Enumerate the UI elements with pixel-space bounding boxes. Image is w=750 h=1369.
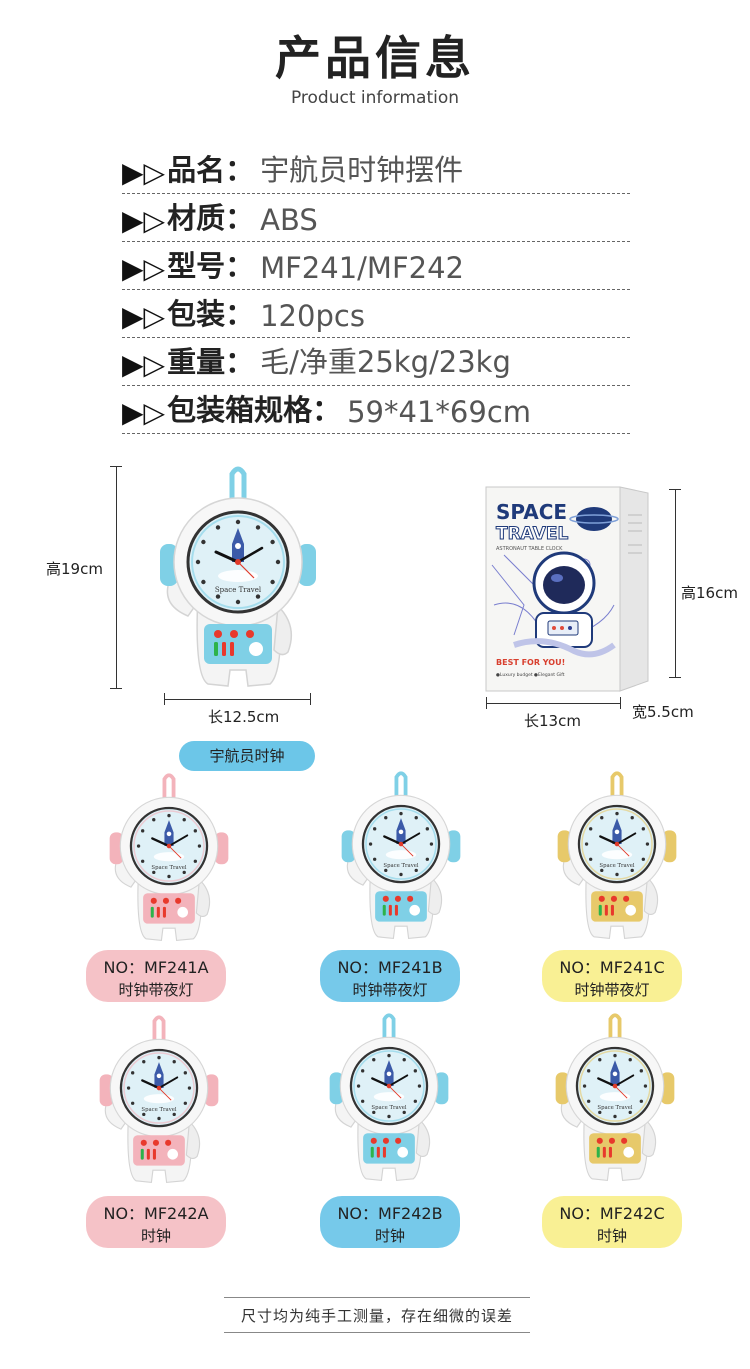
spec-label: 品名: [167, 153, 226, 187]
model-desc: 时钟带夜灯: [118, 981, 194, 999]
arrow-icon: ▶▷: [122, 252, 166, 285]
arrow-icon: ▶▷: [122, 156, 166, 189]
box-tagline: ASTRONAUT TABLE CLOCK: [496, 546, 563, 552]
page-subtitle: Product information: [290, 88, 460, 108]
category-tag: 宇航员时钟: [179, 741, 315, 771]
spec-row-weight: ▶▷ 重量： 毛/净重25kg/23kg: [122, 338, 630, 386]
spec-value: 宇航员时钟摆件: [260, 153, 464, 187]
box-brand-line2: TRAVEL: [496, 524, 568, 544]
spec-label: 重量: [167, 345, 226, 379]
model-desc: 时钟带夜灯: [574, 981, 650, 999]
svg-text:Space Travel: Space Travel: [597, 1105, 632, 1111]
clock-image-mf242c: Space Travel: [555, 1013, 675, 1182]
model-number: NO：MF241C: [559, 958, 665, 977]
arrow-icon: ▶▷: [122, 204, 166, 237]
svg-text:Space Travel: Space Travel: [151, 865, 186, 871]
model-desc: 时钟: [140, 1227, 171, 1245]
svg-text:Space Travel: Space Travel: [383, 863, 418, 869]
spec-label: 包装: [167, 297, 226, 331]
clock-image-mf241a: Space Travel: [109, 773, 229, 942]
gift-box-image: SPACE TRAVEL ASTRONAUT TABLE CLOCK BEST …: [485, 486, 649, 692]
clock-height-label: 高19cm: [46, 560, 103, 578]
spec-list: ▶▷ 品名： 宇航员时钟摆件 ▶▷ 材质： ABS ▶▷ 型号： MF241/M…: [122, 146, 630, 434]
spec-label: 材质: [167, 201, 226, 235]
clock-image-mf242b: Space Travel: [329, 1013, 449, 1182]
clock-height-line: [116, 466, 117, 688]
svg-text:Space Travel: Space Travel: [215, 586, 262, 594]
model-number: NO：MF241B: [337, 958, 443, 977]
model-card-mf241c: NO：MF241C 时钟带夜灯: [542, 950, 682, 1002]
svg-text:Space Travel: Space Travel: [371, 1105, 406, 1111]
model-card-mf242b: NO：MF242B 时钟: [320, 1196, 460, 1248]
svg-text:Space Travel: Space Travel: [599, 863, 634, 869]
spec-value: 59*41*69cm: [347, 395, 532, 429]
clock-length-label: 长12.5cm: [208, 708, 280, 726]
model-card-mf242c: NO：MF242C 时钟: [542, 1196, 682, 1248]
model-number: NO：MF242B: [337, 1204, 443, 1223]
model-card-mf241a: NO：MF241A 时钟带夜灯: [86, 950, 226, 1002]
clock-image-mf242a: Space Travel: [99, 1015, 219, 1184]
spec-label: 型号: [167, 249, 226, 283]
box-width-label: 宽5.5cm: [632, 703, 694, 721]
clock-image-mf241b: Space Travel: [341, 771, 461, 940]
arrow-icon: ▶▷: [122, 396, 166, 429]
svg-text:Space Travel: Space Travel: [141, 1107, 176, 1113]
spec-row-model: ▶▷ 型号： MF241/MF242: [122, 242, 630, 290]
page-title: 产品信息: [275, 31, 475, 85]
box-length-line: [486, 703, 620, 704]
spec-row-name: ▶▷ 品名： 宇航员时钟摆件: [122, 146, 630, 194]
footer-note: 尺寸均为纯手工测量，存在细微的误差: [224, 1297, 530, 1333]
model-desc: 时钟: [374, 1227, 405, 1245]
model-number: NO：MF242A: [103, 1204, 209, 1223]
clock-length-line: [164, 699, 310, 700]
spec-row-carton: ▶▷ 包装箱规格： 59*41*69cm: [122, 386, 630, 434]
box-height-line: [675, 489, 676, 677]
spec-label: 包装箱规格: [167, 393, 313, 427]
spec-value: 毛/净重25kg/23kg: [260, 345, 511, 379]
spec-value: ABS: [260, 203, 318, 237]
spec-row-material: ▶▷ 材质： ABS: [122, 194, 630, 242]
model-number: NO：MF241A: [103, 958, 209, 977]
arrow-icon: ▶▷: [122, 300, 166, 333]
model-desc: 时钟带夜灯: [352, 981, 428, 999]
box-brand-line1: SPACE: [496, 500, 567, 524]
model-desc: 时钟: [596, 1227, 627, 1245]
box-height-label: 高16cm: [681, 584, 738, 602]
box-length-label: 长13cm: [524, 712, 581, 730]
arrow-icon: ▶▷: [122, 348, 166, 381]
model-card-mf242a: NO：MF242A 时钟: [86, 1196, 226, 1248]
spec-value: MF241/MF242: [260, 251, 464, 285]
box-bullets: ●Luxury budget ●Elegant Gift: [496, 672, 565, 678]
clock-image-mf241c: Space Travel: [557, 771, 677, 940]
model-card-mf241b: NO：MF241B 时钟带夜灯: [320, 950, 460, 1002]
astronaut-clock-image: Space Travel: [160, 466, 316, 687]
box-best-text: BEST FOR YOU!: [496, 658, 565, 667]
spec-row-packing: ▶▷ 包装： 120pcs: [122, 290, 630, 338]
model-number: NO：MF242C: [559, 1204, 665, 1223]
spec-value: 120pcs: [260, 299, 365, 333]
